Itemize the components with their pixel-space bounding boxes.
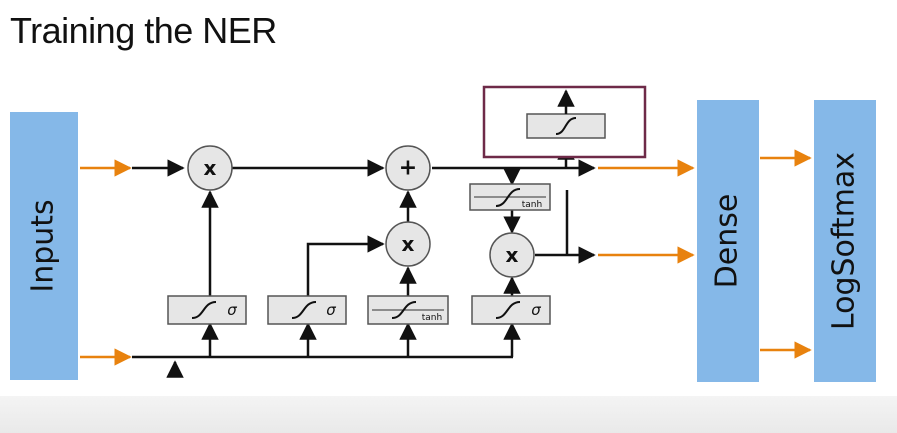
dense-label: Dense (710, 194, 745, 289)
multiply-node-output: x (489, 232, 535, 278)
lstm-flow-lines (132, 142, 596, 378)
dense-block: Dense (697, 100, 759, 382)
slide-title: Training the NER (10, 10, 277, 51)
bottom-strip (0, 396, 897, 433)
logsoftmax-label: LogSoftmax (827, 152, 862, 330)
sigmoid-curve-icon (191, 301, 217, 319)
candidate-gate-activation: tanh (422, 313, 442, 323)
logsoftmax-block: LogSoftmax (814, 100, 876, 382)
sigmoid-curve-icon (495, 301, 521, 319)
input-gate-activation: σ (326, 301, 336, 319)
orange-arrows (80, 149, 812, 366)
add-symbol: + (399, 156, 417, 181)
inputs-block: Inputs (10, 112, 78, 380)
multiply-symbol: x (506, 243, 519, 267)
candidate-gate-box: tanh (367, 295, 449, 325)
input-gate-box: σ (267, 295, 347, 325)
sigmoid-curve-icon (391, 301, 417, 319)
forget-gate-box: σ (167, 295, 247, 325)
sigmoid-curve-icon (555, 117, 577, 135)
multiply-symbol: x (204, 156, 217, 180)
cell-tanh-box: tanh (469, 183, 551, 211)
add-node: + (385, 145, 431, 191)
inputs-label: Inputs (26, 199, 61, 292)
multiply-node-input: x (385, 221, 431, 267)
sigmoid-curve-icon (495, 188, 521, 207)
output-gate-box: σ (471, 295, 551, 325)
cell-tanh-activation: tanh (522, 200, 542, 210)
output-gate-activation: σ (531, 301, 541, 319)
sigmoid-curve-icon (291, 301, 317, 319)
multiply-node-forget: x (187, 145, 233, 191)
multiply-symbol: x (402, 232, 415, 256)
highlighted-cell-box (482, 85, 647, 159)
forget-gate-activation: σ (227, 301, 237, 319)
lstm-diagram: Inputs Dense LogSoftmax (10, 85, 876, 382)
